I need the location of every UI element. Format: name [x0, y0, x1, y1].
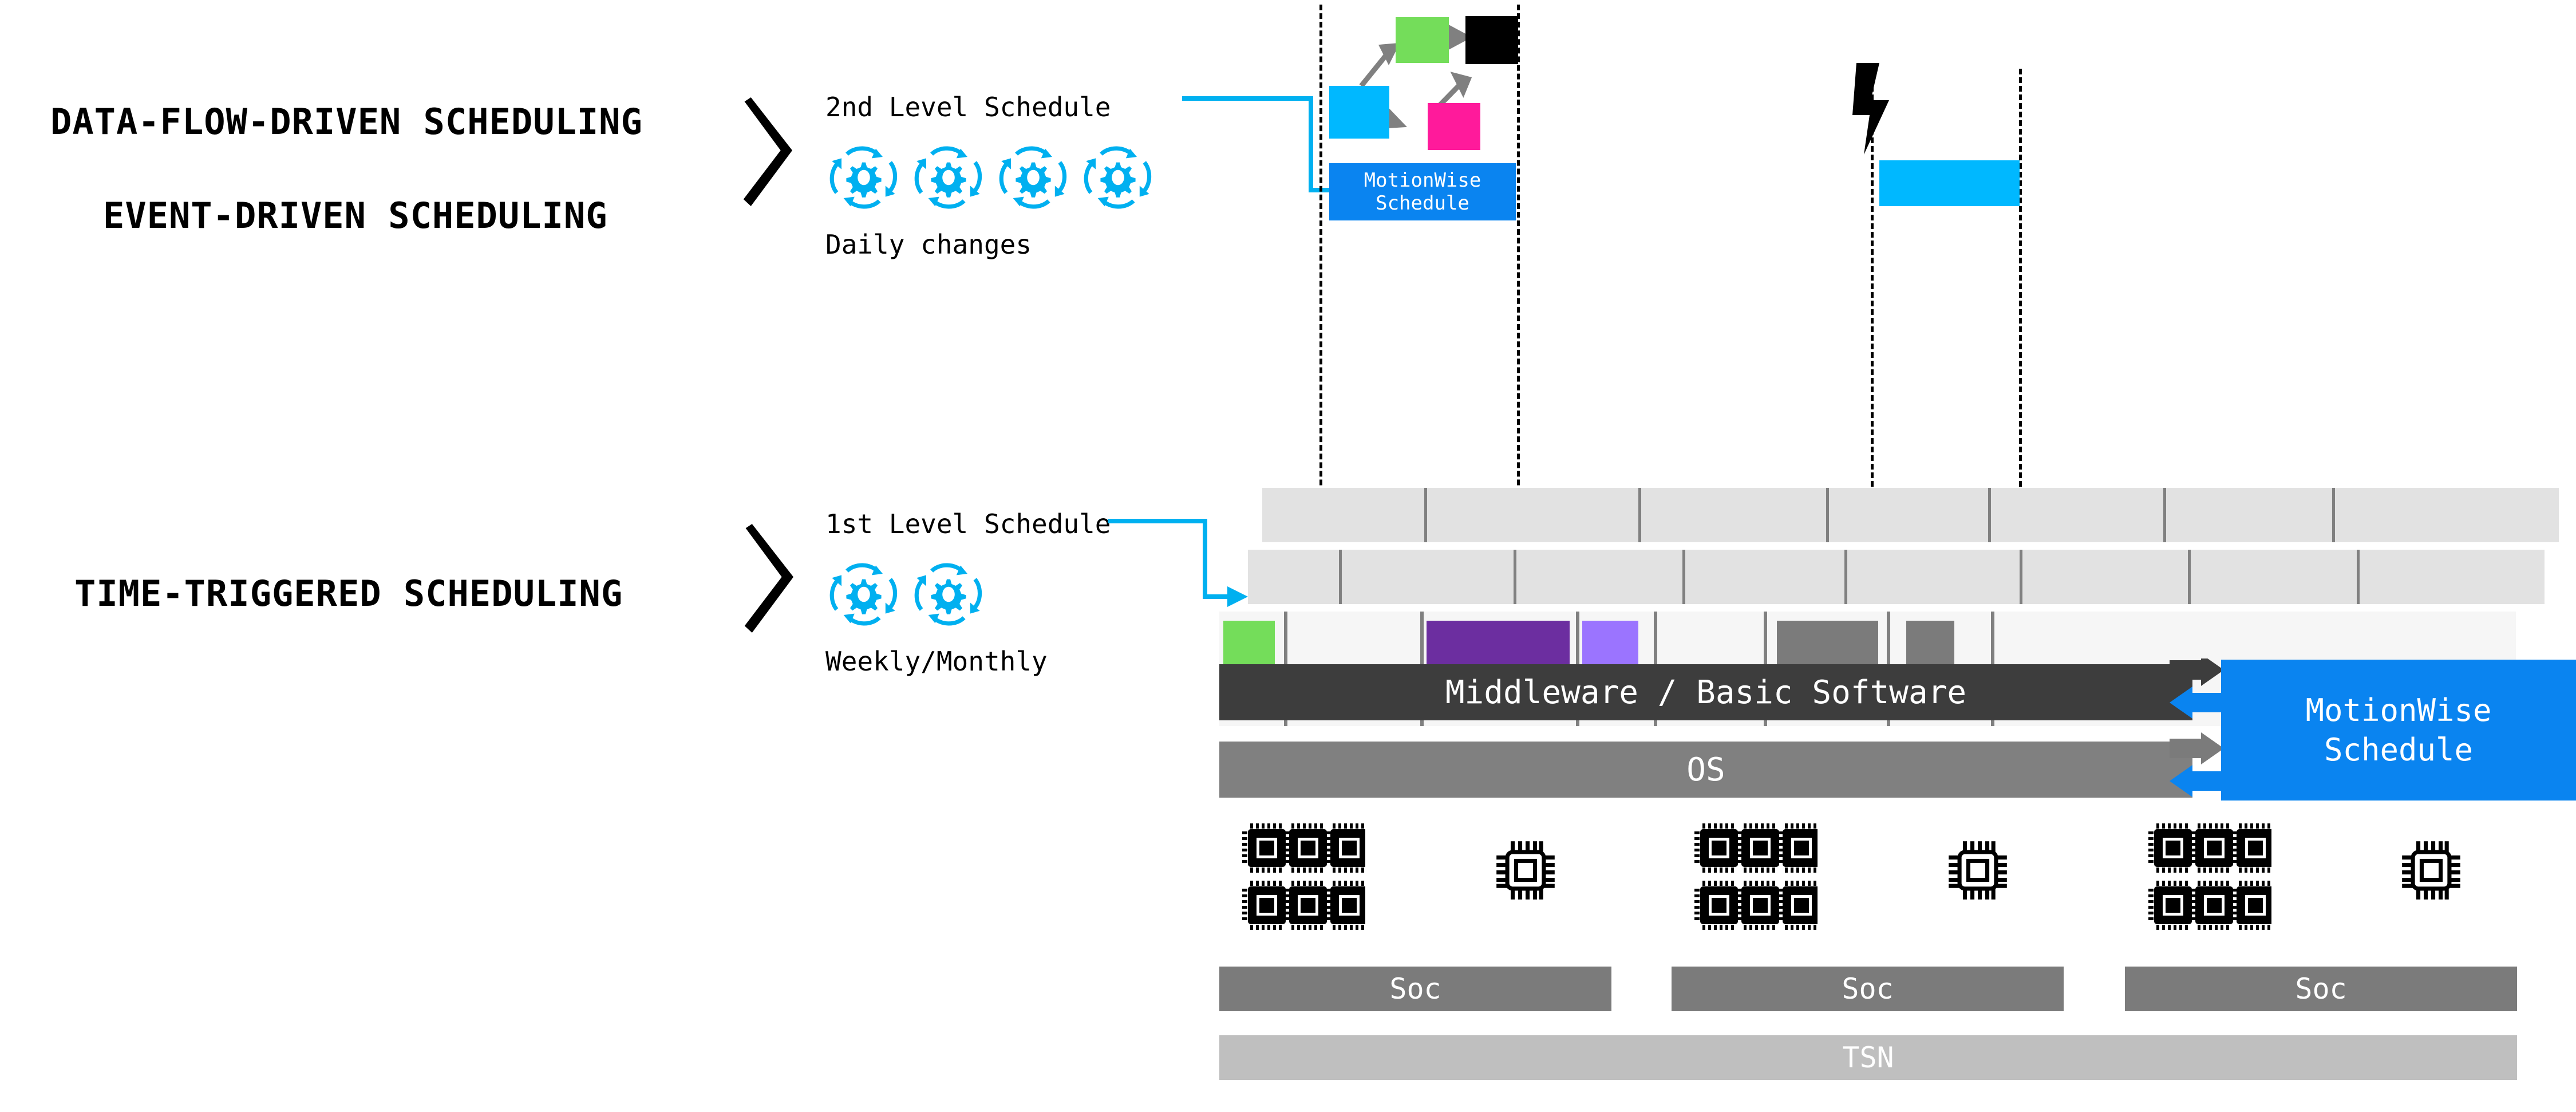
- timeline-tick: [2019, 550, 2022, 604]
- first-level-schedule-title: 1st Level Schedule: [825, 508, 1111, 539]
- soc-bar-3[interactable]: Soc: [2125, 967, 2517, 1011]
- timeline-tick: [1424, 488, 1428, 542]
- os-to-schedule-arrow: [2170, 732, 2224, 764]
- second-level-schedule-title: 2nd Level Schedule: [825, 92, 1111, 123]
- motionwise-schedule-chip-top[interactable]: MotionWise Schedule: [1329, 163, 1516, 220]
- rotating-gear-icon: [1084, 146, 1152, 209]
- heading-event-driven-scheduling: EVENT-DRIVEN SCHEDULING: [103, 195, 608, 236]
- heading-data-flow-driven-scheduling: DATA-FLOW-DRIVEN SCHEDULING: [50, 101, 643, 143]
- dashed-guide-3: [1871, 69, 1874, 538]
- timeline-tick: [1682, 550, 1685, 604]
- middleware-bar[interactable]: Middleware / Basic Software: [1219, 664, 2192, 720]
- timeline-tick: [2163, 488, 2167, 542]
- chip-group-3: [2140, 820, 2280, 934]
- schedule-to-middleware-arrow: [2170, 687, 2224, 719]
- timeline-tick: [1638, 488, 1641, 542]
- timeline-tick: [2188, 550, 2191, 604]
- task-graph-node-green-task: [1396, 17, 1449, 63]
- event-triggered-block: [1879, 160, 2020, 206]
- timeline-layer-middle: [1248, 550, 2545, 604]
- rotating-gear-icon: [999, 146, 1067, 209]
- rotating-gear-icon: [914, 146, 982, 209]
- dashed-guide-4: [2019, 69, 2022, 538]
- motionwise-schedule-panel[interactable]: MotionWise Schedule: [2221, 660, 2576, 801]
- cpu-chip-outline-icon: [1949, 841, 2007, 900]
- chevron-right-icon-bottom: [740, 524, 797, 635]
- rotating-gear-icon: [914, 563, 982, 626]
- chevron-right-icon-top: [738, 97, 796, 208]
- rotating-gear-icon: [829, 563, 898, 626]
- soc-bar-1[interactable]: Soc: [1219, 967, 1611, 1011]
- timeline-layer-back: [1262, 488, 2559, 542]
- cpu-chip-icon: [1242, 823, 1374, 930]
- timeline-tick: [1514, 550, 1517, 604]
- soc-bar-2[interactable]: Soc: [1672, 967, 2064, 1011]
- motionwise-chip-line-2: Schedule: [1376, 192, 1469, 215]
- first-level-gear-group: [820, 560, 989, 629]
- cpu-chip-outline-icon: [1496, 841, 1555, 900]
- timeline-tick: [1338, 550, 1342, 604]
- timeline-tick: [2356, 550, 2360, 604]
- cpu-chip-icon: [2148, 823, 2280, 930]
- motionwise-panel-line-2: Schedule: [2324, 732, 2474, 768]
- timeline-tick: [1988, 488, 1992, 542]
- motionwise-chip-line-1: MotionWise: [1364, 168, 1481, 192]
- chip-group-2: [1686, 820, 1826, 934]
- cpu-chip-icon: [1694, 823, 1826, 930]
- timeline-tick: [1826, 488, 1830, 542]
- task-graph-node-sink-task: [1465, 16, 1518, 64]
- second-level-gear-group: [820, 143, 1159, 212]
- tsn-bar[interactable]: TSN: [1219, 1035, 2517, 1080]
- dashed-guide-2: [1517, 5, 1520, 537]
- rotating-gear-icon: [829, 146, 898, 209]
- os-bar[interactable]: OS: [1219, 742, 2192, 798]
- timeline-tick: [1844, 550, 1847, 604]
- task-graph-node-source-task: [1329, 86, 1389, 139]
- dashed-guide-1: [1319, 5, 1322, 537]
- heading-time-triggered-scheduling: TIME-TRIGGERED SCHEDULING: [74, 573, 623, 614]
- first-level-connector: [1108, 519, 1248, 607]
- first-level-cadence: Weekly/Monthly: [825, 646, 1048, 677]
- middleware-to-schedule-arrow: [2170, 658, 2224, 686]
- chip-group-1: [1234, 820, 1374, 934]
- cpu-chip-outline-icon: [2402, 841, 2460, 900]
- timeline-tick: [2332, 488, 2335, 542]
- second-level-cadence: Daily changes: [825, 229, 1032, 260]
- motionwise-arrow-group: [2170, 658, 2224, 797]
- lightning-bolt-icon: [1852, 63, 1889, 155]
- motionwise-panel-line-1: MotionWise: [2305, 692, 2492, 728]
- schedule-to-os-arrow: [2170, 765, 2224, 797]
- task-graph-node-pink-task: [1428, 103, 1480, 150]
